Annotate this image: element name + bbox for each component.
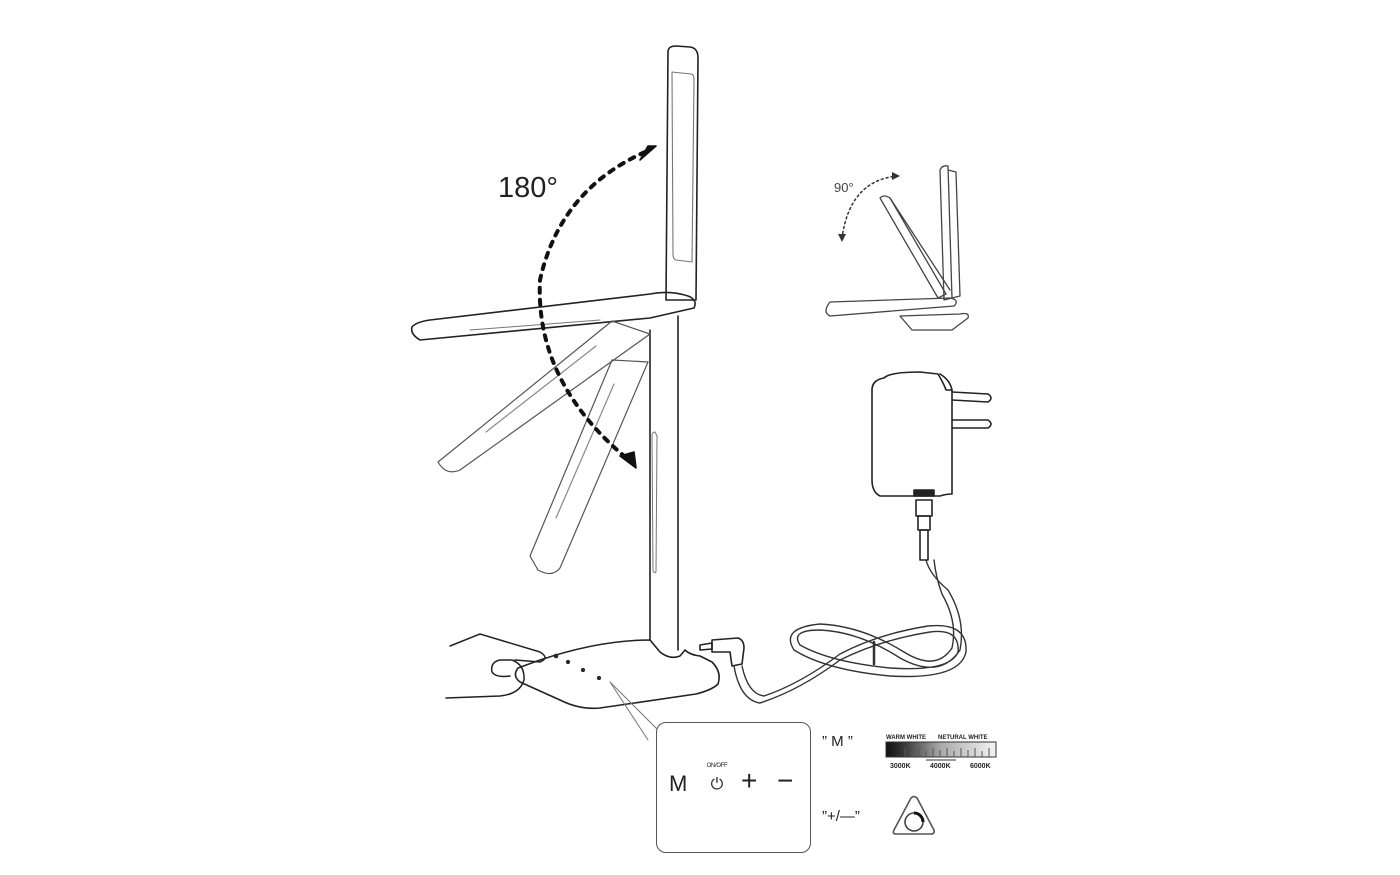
- rotation-angle-90-label: 90°: [834, 180, 854, 195]
- mode-caption: ” M ”: [822, 733, 853, 750]
- neutral-white-label: NETURAL WHITE: [938, 735, 988, 741]
- rotation-arc-90: [841, 175, 899, 239]
- color-temperature-scale: [885, 741, 997, 761]
- power-button-label: ON/OFF: [706, 763, 728, 769]
- arrow-head-top: [639, 145, 657, 161]
- rotation-angle-180-label: 180°: [498, 172, 558, 204]
- plus-button[interactable]: +: [741, 765, 758, 796]
- callout-lines: [609, 681, 661, 741]
- lamp-stand: [649, 315, 679, 651]
- dimmer-knob-icon: [892, 795, 935, 835]
- scale-tick-3000k: 3000K: [890, 763, 911, 770]
- hand: [445, 633, 546, 699]
- brightness-caption: ”+/—”: [822, 808, 860, 825]
- lamp-base: [514, 639, 720, 710]
- folded-lamp: [825, 165, 969, 331]
- power-adapter: [871, 371, 992, 561]
- lamp-head-angled-1: [437, 320, 651, 473]
- scale-tick-4000k: 4000K: [930, 763, 951, 770]
- power-button[interactable]: ON/OFF ⏻: [705, 763, 729, 795]
- mode-button[interactable]: M: [669, 771, 688, 796]
- usb-cable: [733, 559, 967, 704]
- lamp-head-vertical: [665, 45, 699, 301]
- warm-white-label: WARM WHITE: [886, 735, 926, 741]
- lamp-head-horizontal: [410, 291, 696, 341]
- power-icon: ⏻: [710, 776, 724, 793]
- control-panel-callout: M ON/OFF ⏻ + −: [656, 722, 811, 853]
- rotation-arc-180: [537, 150, 647, 458]
- minus-button[interactable]: −: [777, 765, 794, 796]
- lamp-head-angled-2: [529, 359, 649, 575]
- dc-plug: [699, 637, 745, 667]
- arrow-head-bottom: [619, 451, 637, 469]
- scale-tick-6000k: 6000K: [970, 763, 991, 770]
